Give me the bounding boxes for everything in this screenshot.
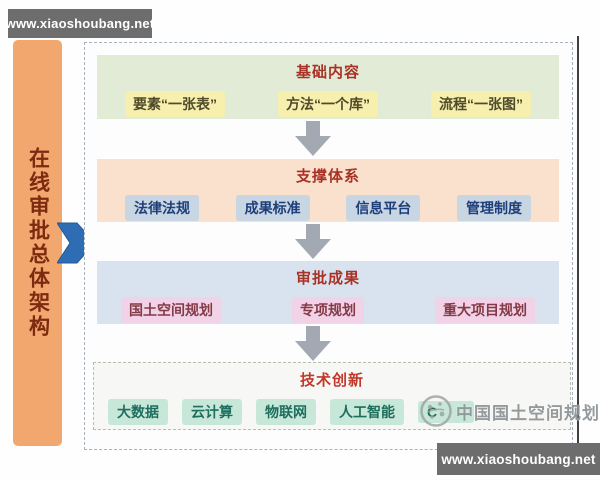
badge-big-data: 大数据: [108, 399, 168, 425]
down-arrow-icon: [295, 326, 331, 361]
bottom-watermark-bar: www.xiaoshoubang.net: [437, 443, 600, 475]
diagram-container: 基础内容 要素“一张表” 方法“一个库” 流程“一张图” 支撑体系 法律法规 成…: [84, 42, 573, 450]
badge-major-project-planning: 重大项目规划: [435, 297, 535, 323]
badge-ai: 人工智能: [330, 399, 404, 425]
section-title: 基础内容: [295, 64, 360, 81]
badge-management: 管理制度: [456, 195, 531, 221]
badge-row: 要素“一张表” 方法“一个库” 流程“一张图”: [97, 91, 559, 117]
section-basic-content: 基础内容 要素“一张表” 方法“一个库” 流程“一张图”: [97, 55, 559, 119]
badge-method-database: 方法“一个库”: [278, 91, 378, 117]
badge-element-table: 要素“一张表”: [125, 91, 225, 117]
badge-row: 国土空间规划 专项规划 重大项目规划: [97, 297, 559, 323]
section-support-system: 支撑体系 法律法规 成果标准 信息平台 管理制度: [97, 159, 559, 222]
watermark-logo-icon: [420, 395, 452, 427]
top-watermark-bar: www.xiaoshoubang.net: [6, 9, 154, 38]
section-title: 审批成果: [295, 270, 360, 287]
down-arrow-icon: [295, 224, 331, 259]
badge-process-map: 流程“一张图”: [431, 91, 531, 117]
section-title: 技术创新: [299, 372, 364, 389]
watermark-logo-text: 中国国土空间规划: [456, 404, 600, 423]
badge-cloud-computing: 云计算: [182, 399, 242, 425]
badge-laws: 法律法规: [125, 195, 199, 221]
badge-standards: 成果标准: [235, 195, 310, 221]
down-arrow-icon: [295, 121, 331, 156]
section-title: 支撑体系: [295, 168, 360, 185]
badge-territorial-planning: 国土空间规划: [121, 297, 221, 323]
badge-iot: 物联网: [256, 399, 316, 425]
section-tech-innovation: 技术创新 大数据 云计算 物联网 人工智能 C: [93, 362, 571, 430]
page-edge-line: [577, 36, 579, 450]
sidebar-title-bar: 在线审批总体架构: [13, 40, 62, 446]
badge-row: 法律法规 成果标准 信息平台 管理制度: [97, 195, 559, 221]
diagram-main-title: 在线审批总体架构: [26, 147, 50, 339]
section-approval-results: 审批成果 国土空间规划 专项规划 重大项目规划: [97, 261, 559, 324]
badge-row: 大数据 云计算 物联网 人工智能 C: [94, 399, 570, 425]
badge-info-platform: 信息平台: [346, 195, 421, 221]
badge-special-planning: 专项规划: [292, 297, 364, 323]
